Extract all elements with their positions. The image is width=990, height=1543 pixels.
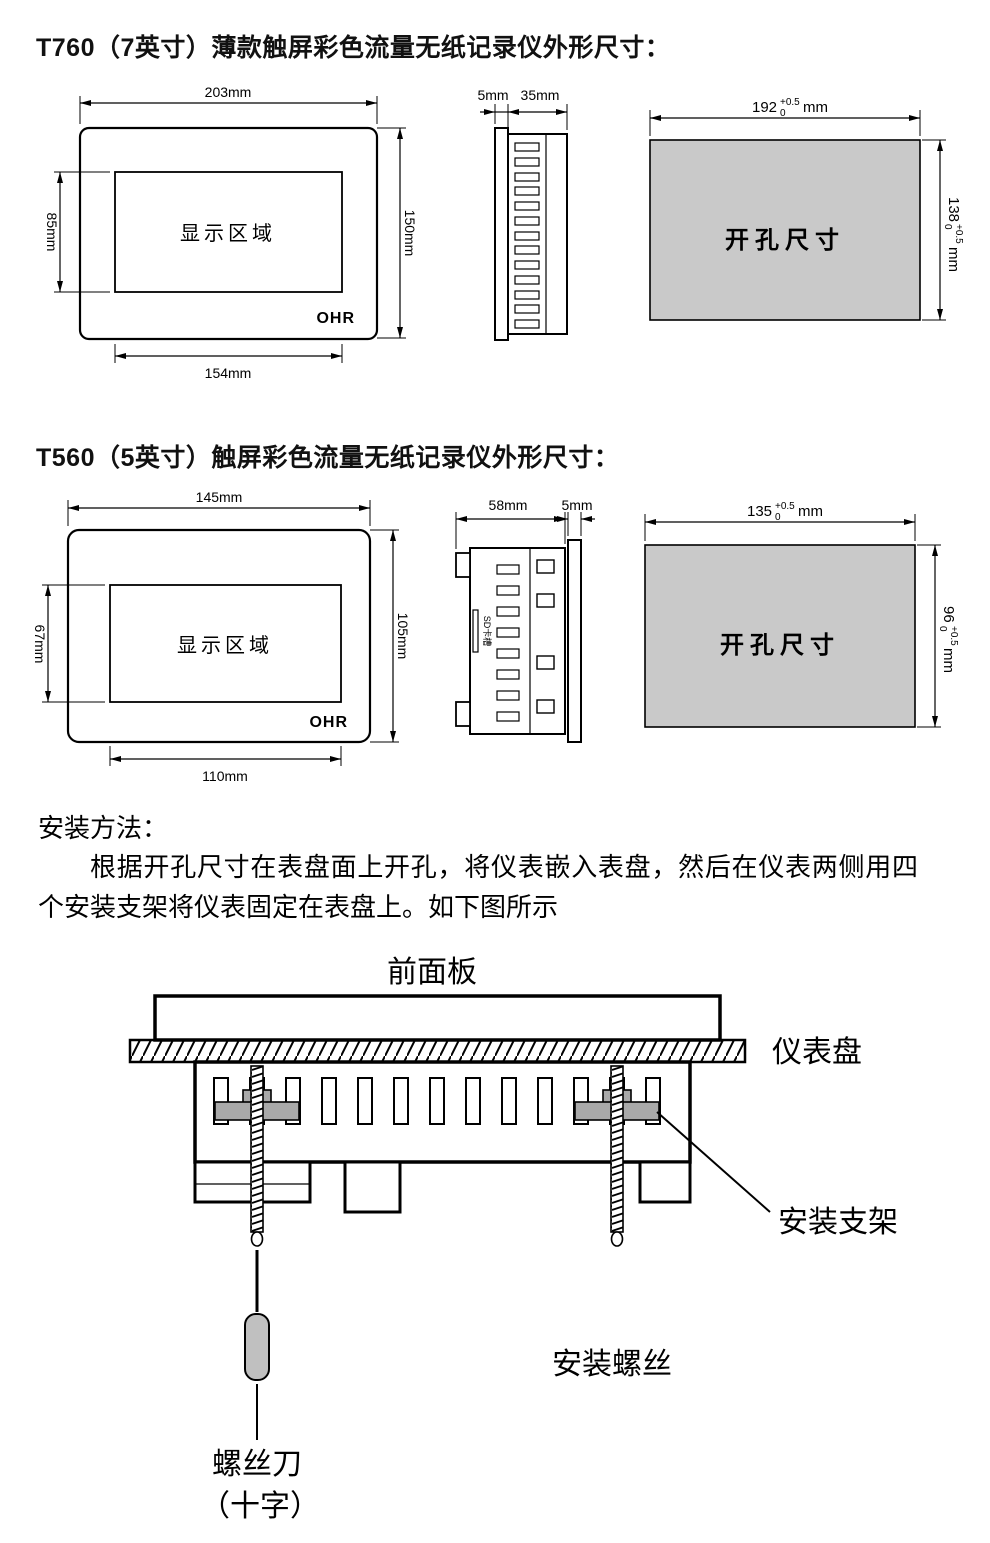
dim-plus: +0.5 [780, 97, 800, 108]
t560-dim-top-145: 145mm [67, 489, 371, 526]
mounting-screw-right [610, 1065, 624, 1247]
t760-dim-left-85: 85mm [44, 171, 110, 293]
t760-dim-right-150: 150mm [377, 127, 418, 339]
dim-unit: mm [945, 247, 962, 272]
t560-front-view: 显示区域 OHR 145mm 67mm 105mm 110mm [32, 489, 411, 784]
t560-dim-bottom-110: 110mm [109, 746, 342, 784]
dim-minus: 0 [942, 224, 953, 230]
dim-unit: mm [798, 503, 823, 520]
dim-unit: mm [803, 99, 828, 116]
dim-plus: +0.5 [775, 501, 795, 512]
t560-mount-tab [455, 701, 471, 727]
t760-dim-cutout-width: 192 +0.5 0 mm [649, 97, 921, 136]
dim-label: 67mm [32, 625, 48, 664]
dim-minus: 0 [937, 626, 948, 632]
t560-sd-slot [472, 609, 479, 653]
dim-base: 192 [752, 99, 777, 116]
screwdriver [244, 1250, 270, 1440]
mounting-screw-left [250, 1065, 264, 1247]
install-method-heading: 安装方法： [38, 814, 169, 843]
dim-base: 96 [940, 606, 957, 623]
t560-bezel-profile [567, 539, 582, 743]
t560-cutout-label: 开孔尺寸 [720, 632, 840, 659]
t760-display-outline [114, 171, 343, 293]
instrument-panel-hatched [128, 1038, 747, 1064]
t560-display-outline [109, 584, 342, 703]
t560-section-title: T560（5英寸）触屏彩色流量无纸记录仪外形尺寸： [36, 444, 620, 472]
dim-label: 203mm [205, 84, 252, 100]
dim-base: 135 [747, 503, 772, 520]
t760-section-title: T760（7英寸）薄款触屏彩色流量无纸记录仪外形尺寸： [36, 34, 671, 62]
t560-cutout-rect [644, 544, 916, 728]
screwdriver-label-line1: 螺丝刀 [212, 1448, 302, 1481]
bracket-leader-line [656, 1111, 771, 1213]
t760-dim-depth: 5mm 35mm [477, 87, 568, 130]
screwdriver-label-line2: （十字） [200, 1490, 320, 1523]
t760-cutout-rect [649, 139, 921, 321]
t760-front-view: 显示区域 OHR 203mm 85mm 150mm 154mm [44, 84, 418, 381]
dim-label: 85mm [44, 213, 60, 252]
t760-side-view: 5mm 35mm [477, 87, 568, 341]
dim-label: 145mm [196, 489, 243, 505]
t560-dim-cutout-width: 135 +0.5 0 mm [644, 501, 916, 541]
t560-sd-slot-label: SD卡槽 [482, 616, 493, 647]
t760-display-area-label: 显示区域 [180, 222, 276, 245]
dim-label: 5mm [477, 87, 508, 103]
dim-minus: 0 [775, 512, 781, 523]
screwdriver-handle [244, 1313, 270, 1381]
t560-terminal-squares [536, 559, 555, 714]
install-method-paragraph: 根据开孔尺寸在表盘面上开孔，将仪表嵌入表盘，然后在仪表两侧用四个安装支架将仪表固… [38, 853, 918, 922]
t560-display-area-label: 显示区域 [177, 634, 273, 657]
t560-dim-cutout-height: 96 +0.5 0 mm [917, 544, 959, 728]
t760-dim-top-203: 203mm [79, 84, 378, 124]
dim-unit: mm [940, 648, 957, 673]
dim-label: 5mm [561, 497, 592, 513]
dim-label: 154mm [205, 365, 252, 381]
t760-cutout-view: 开孔尺寸 192 +0.5 0 mm 138 +0.5 0 mm [649, 97, 964, 321]
t560-brand-logo: OHR [309, 714, 348, 731]
t760-brand-logo: OHR [316, 310, 355, 327]
t560-terminal-slots [496, 564, 520, 722]
dim-label: 58mm [489, 497, 528, 513]
install-diagram: 前面板 [128, 956, 898, 1523]
screw-label: 安装螺丝 [552, 1348, 672, 1381]
t560-dim-left-67: 67mm [32, 584, 105, 703]
dim-label: 35mm [521, 87, 560, 103]
front-panel-label: 前面板 [387, 956, 477, 989]
front-panel [153, 994, 722, 1042]
dim-plus: +0.5 [948, 626, 959, 646]
bracket-label: 安装支架 [778, 1206, 898, 1239]
t760-terminal-block [514, 142, 540, 329]
t760-dim-bottom-154: 154mm [114, 344, 343, 381]
dim-base: 138 [945, 197, 962, 222]
dim-label: 150mm [402, 210, 418, 257]
t760-cutout-label: 开孔尺寸 [725, 227, 845, 254]
t560-cutout-view: 开孔尺寸 135 +0.5 0 mm 96 +0.5 0 mm [644, 501, 959, 728]
t760-bezel-profile [494, 127, 509, 341]
dim-label: 105mm [395, 613, 411, 660]
dim-label: 110mm [202, 768, 248, 784]
t560-mount-tab [455, 552, 471, 578]
t560-dim-right-105: 105mm [370, 529, 411, 743]
t560-dim-depth: 58mm 5mm [455, 497, 595, 549]
dim-plus: +0.5 [953, 224, 964, 244]
t760-dim-cutout-height: 138 +0.5 0 mm [922, 139, 964, 321]
t560-side-view: SD卡槽 58mm 5mm [455, 497, 595, 743]
instrument-panel-label: 仪表盘 [772, 1036, 862, 1069]
dim-minus: 0 [780, 108, 786, 119]
